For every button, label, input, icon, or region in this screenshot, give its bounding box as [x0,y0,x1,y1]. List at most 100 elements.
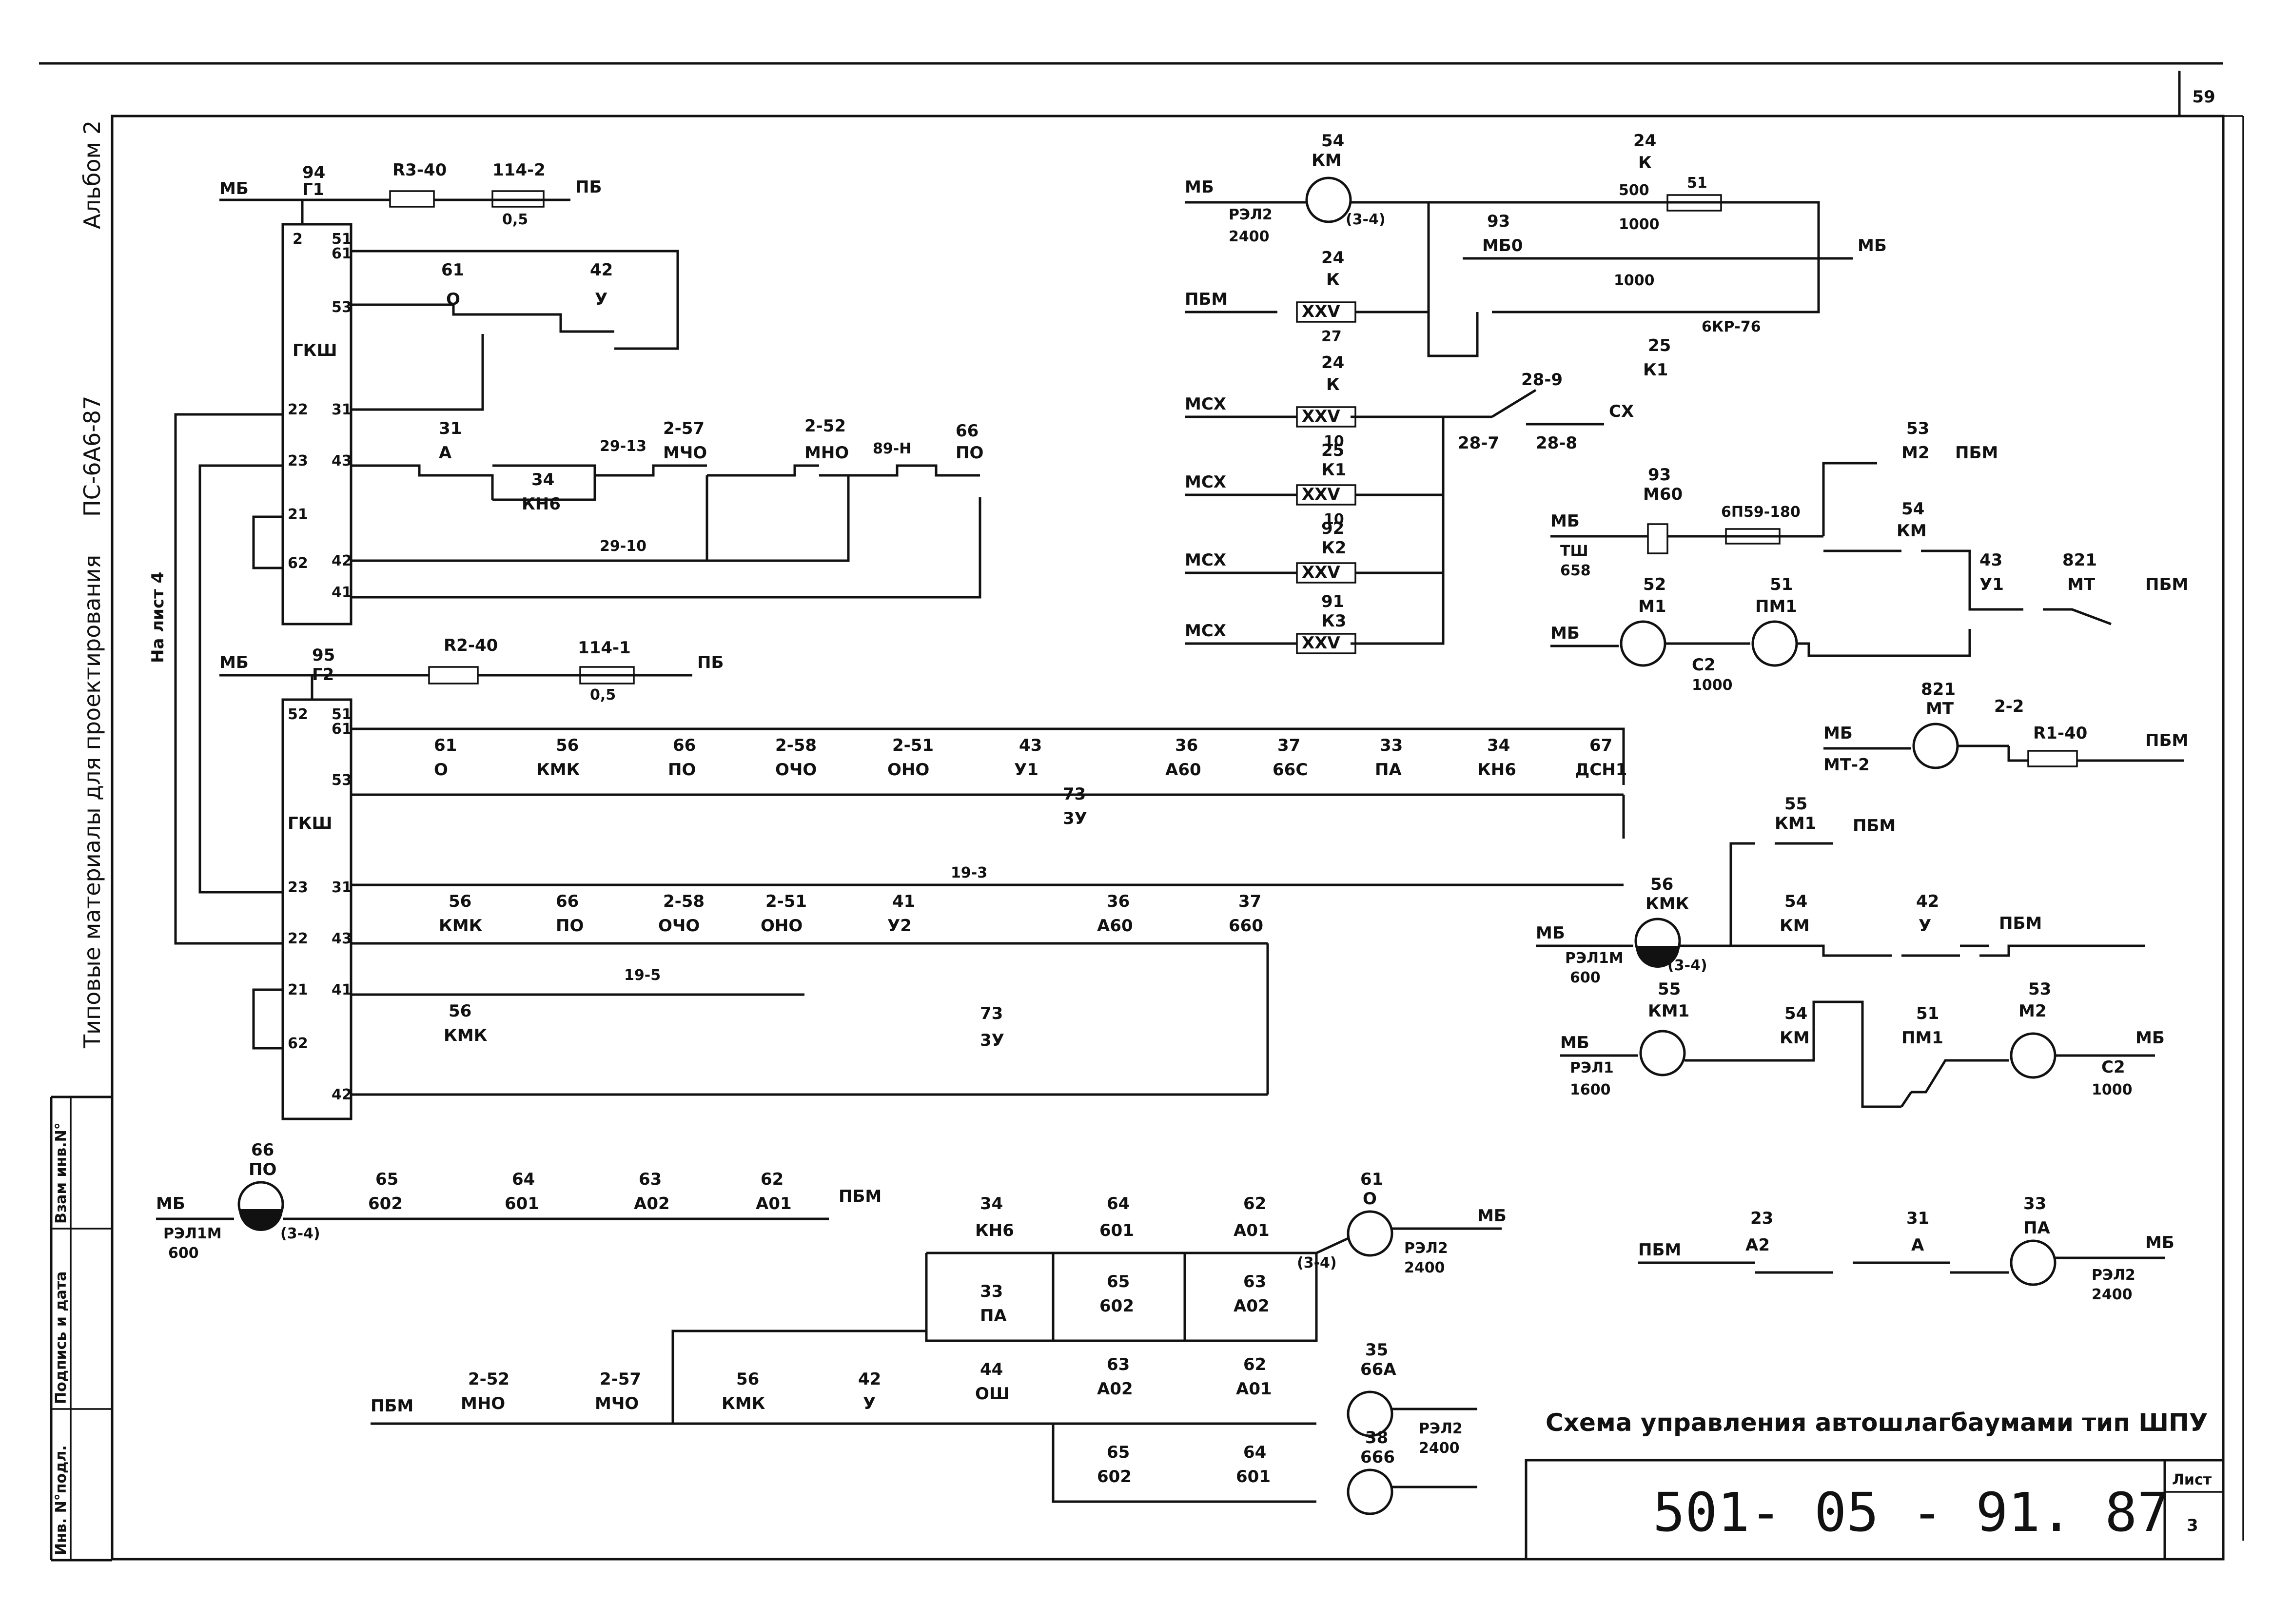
svg-text:24: 24 [1321,248,1344,268]
svg-text:53: 53 [332,299,352,316]
svg-text:О: О [434,760,448,780]
svg-text:0,5: 0,5 [590,686,616,704]
svg-text:36: 36 [1175,736,1198,755]
svg-text:МБ: МБ [2135,1028,2165,1048]
svg-text:53: 53 [2028,979,2051,999]
svg-text:64: 64 [1243,1443,1266,1462]
svg-text:22: 22 [288,930,308,947]
sheet-label: Лист [2172,1471,2212,1488]
svg-text:21: 21 [288,981,308,998]
svg-text:МБ: МБ [2145,1233,2174,1252]
svg-text:56: 56 [1650,875,1673,894]
svg-text:95: 95 [312,646,335,665]
svg-text:34: 34 [531,470,554,489]
svg-text:73: 73 [1063,784,1086,804]
svg-text:К1: К1 [1321,460,1346,480]
svg-text:МНО: МНО [804,443,849,463]
msx-block: СХ 28-9 28-7 28-8 МСХ XXV 24 К 10 МСХ XX… [1185,353,1634,654]
svg-text:2400: 2400 [2092,1286,2133,1303]
svg-text:2-2: 2-2 [1994,697,2024,716]
svg-text:601: 601 [505,1194,539,1213]
svg-text:КМ: КМ [1780,916,1810,936]
svg-text:54: 54 [1901,499,1924,519]
svg-text:Г2: Г2 [312,665,334,685]
svg-text:XXV: XXV [1302,302,1340,321]
svg-text:1000: 1000 [1614,272,1655,289]
title-block: Схема управления автошлагбаумами тип ШПУ… [1525,1409,2223,1559]
svg-text:23: 23 [288,879,308,896]
svg-text:55: 55 [1658,979,1681,999]
svg-text:МСХ: МСХ [1185,394,1226,414]
svg-text:52: 52 [1643,575,1666,594]
svg-text:24: 24 [1321,353,1344,372]
sidebar-album: Альбом 2 [79,120,105,229]
svg-text:602: 602 [1099,1296,1134,1316]
svg-text:СХ: СХ [1609,402,1634,421]
svg-text:(3-4): (3-4) [280,1225,320,1242]
svg-text:У: У [1919,916,1931,936]
svg-text:ПО: ПО [556,916,584,936]
svg-text:42: 42 [590,260,613,280]
svg-text:21: 21 [288,506,308,523]
document-code: 501- 05 - 91. 87 [1653,1481,2170,1544]
svg-text:РЭЛ2: РЭЛ2 [1404,1240,1448,1257]
svg-text:А2: А2 [1745,1235,1770,1255]
svg-text:А: А [439,443,452,463]
svg-text:XXV: XXV [1302,485,1340,504]
svg-text:54: 54 [1784,892,1807,911]
svg-text:65: 65 [375,1170,398,1189]
svg-text:МБ: МБ [1185,177,1214,197]
svg-text:2-52: 2-52 [468,1370,509,1389]
svg-text:ПБМ: ПБМ [839,1187,882,1206]
svg-text:(3-4): (3-4) [1667,957,1707,974]
svg-text:601: 601 [1099,1221,1134,1240]
svg-text:МБ: МБ [1858,236,1887,255]
svg-text:ПБМ: ПБМ [1185,290,1228,309]
svg-text:42: 42 [332,552,352,569]
svg-text:66: 66 [556,892,579,911]
svg-text:МТ: МТ [2067,575,2096,594]
svg-text:ПБМ: ПБМ [1853,816,1896,836]
sidebar-code: ПС-6А6-87 [79,396,105,517]
svg-text:2-52: 2-52 [804,416,846,436]
svg-text:660: 660 [1229,916,1263,936]
stamp-repl: Взам инв.N° [53,1122,70,1224]
svg-text:51: 51 [332,706,352,723]
svg-text:М60: М60 [1643,485,1683,504]
svg-text:64: 64 [1107,1194,1130,1213]
svg-text:67: 67 [1589,736,1612,755]
svg-text:92: 92 [1321,519,1344,538]
svg-text:РЭЛ2: РЭЛ2 [2092,1267,2135,1284]
svg-text:31: 31 [332,401,352,418]
svg-text:66: 66 [251,1140,274,1160]
svg-text:ОЧО: ОЧО [775,760,817,780]
svg-text:42: 42 [858,1370,881,1389]
svg-text:2-57: 2-57 [663,419,705,438]
svg-text:34: 34 [980,1194,1003,1213]
gkw2-block: МБ 95 Г2 R2-40 114-1 0,5 ПБ ГКШ 52 51 61… [219,636,1627,1120]
svg-text:41: 41 [332,981,352,998]
svg-text:КМК: КМК [439,916,483,936]
svg-text:РЭЛ2: РЭЛ2 [1419,1420,1463,1437]
svg-text:О: О [446,290,460,309]
svg-text:XXV: XXV [1302,563,1340,582]
svg-text:1000: 1000 [1619,216,1660,233]
svg-text:43: 43 [1019,736,1042,755]
svg-text:0,5: 0,5 [502,211,528,228]
svg-text:10: 10 [1324,433,1344,450]
svg-text:28-7: 28-7 [1458,433,1499,453]
svg-text:29-10: 29-10 [600,538,646,555]
svg-text:К: К [1326,270,1340,290]
svg-text:МНО: МНО [461,1394,505,1413]
svg-text:ПО: ПО [668,760,696,780]
svg-text:6П59-180: 6П59-180 [1721,504,1801,521]
svg-text:КМ: КМ [1780,1028,1810,1048]
svg-text:О: О [1363,1189,1377,1209]
svg-text:МБ: МБ [1536,923,1565,943]
gkw2-panel [281,698,353,1120]
svg-text:24: 24 [1633,131,1656,151]
svg-text:РЭЛ1М: РЭЛ1М [163,1225,222,1242]
svg-text:ТШ: ТШ [1560,543,1588,560]
svg-text:65: 65 [1107,1443,1130,1462]
